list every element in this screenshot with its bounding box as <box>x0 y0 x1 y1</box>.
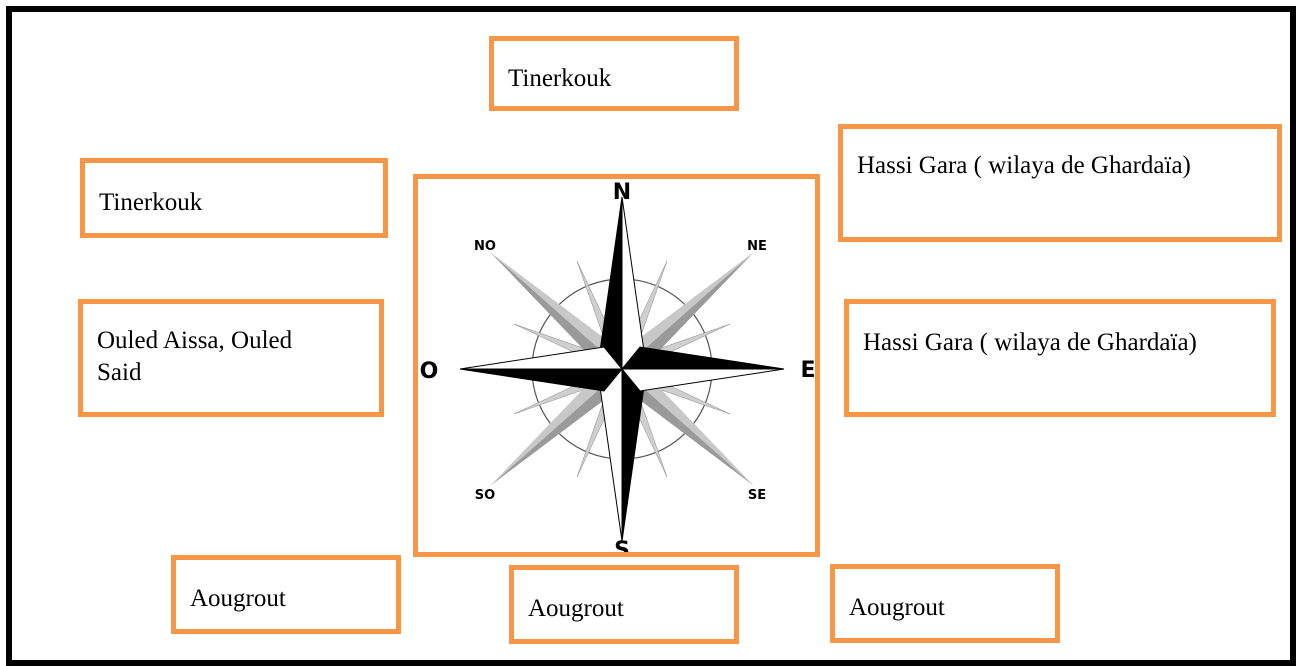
cardinal-points <box>459 196 785 542</box>
box-south: Aougrout <box>509 565 739 644</box>
compass-label-ne: NE <box>747 239 767 254</box>
label-southeast: Aougrout <box>849 594 945 621</box>
box-southwest: Aougrout <box>171 555 401 634</box>
label-south: Aougrout <box>528 595 624 622</box>
label-northwest: Tinerkouk <box>99 189 203 216</box>
box-north: Tinerkouk <box>489 36 739 111</box>
label-southwest: Aougrout <box>190 585 286 612</box>
box-northeast: Hassi Gara ( wilaya de Ghardaïa) <box>838 124 1282 242</box>
compass-label-e: E <box>800 358 815 383</box>
compass-label-s: S <box>614 538 630 552</box>
compass-label-so: SO <box>475 488 495 503</box>
compass-label-n: N <box>613 180 631 205</box>
box-northwest: Tinerkouk <box>80 158 388 238</box>
intercardinal-points <box>490 252 754 486</box>
compass-label-o: O <box>420 359 439 384</box>
label-west: Ouled Aissa, Ouled Said <box>97 327 293 386</box>
box-east: Hassi Gara ( wilaya de Ghardaïa) <box>844 299 1276 417</box>
box-southeast: Aougrout <box>830 564 1060 643</box>
box-west: Ouled Aissa, Ouled Said <box>78 299 384 417</box>
label-northeast: Hassi Gara ( wilaya de Ghardaïa) <box>857 152 1191 179</box>
label-east: Hassi Gara ( wilaya de Ghardaïa) <box>863 329 1197 356</box>
compass-label-no: NO <box>474 239 496 254</box>
compass-label-se: SE <box>748 488 766 503</box>
compass-rose-icon: N S E O NO NE SO SE <box>420 180 815 552</box>
label-north: Tinerkouk <box>508 65 612 92</box>
compass-rose: N S E O NO NE SO SE <box>413 174 820 557</box>
